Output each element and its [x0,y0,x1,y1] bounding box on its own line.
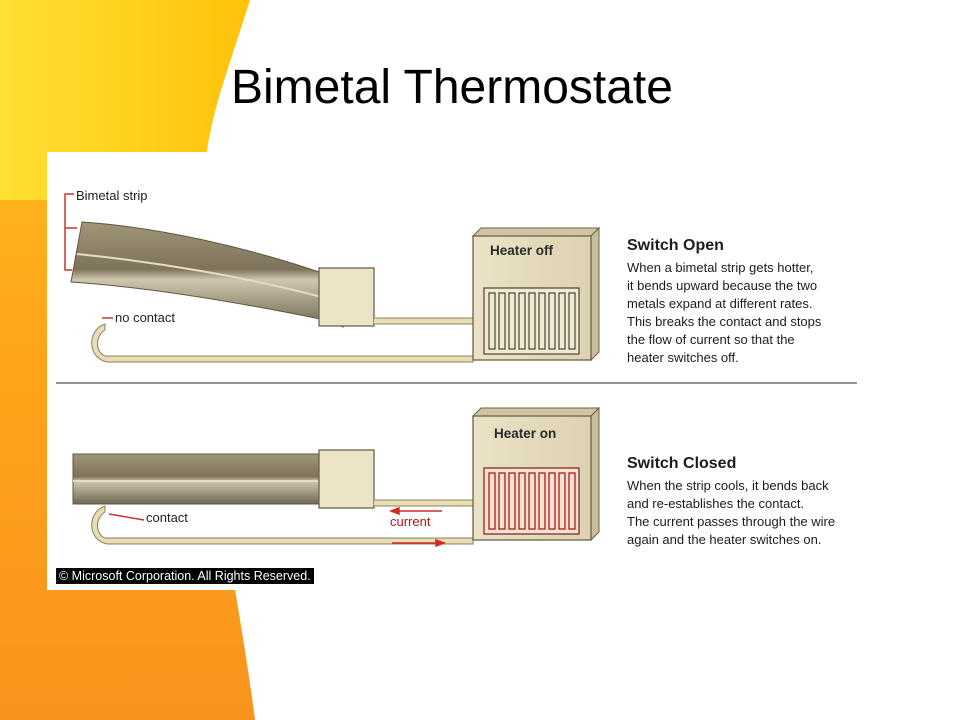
thermostat-figure: Bimetal strip no contact Heater off [47,152,909,590]
contact-label: contact [146,510,188,525]
heater-off-coils [488,292,576,350]
bimetal-strip-straight [72,453,344,505]
switch-open-description: When a bimetal strip gets hotter, it ben… [627,260,822,365]
thermostat-diagram: Bimetal strip no contact Heater off [56,188,857,548]
heater-on-coils [488,472,576,530]
bimetal-strip-bent [70,221,344,328]
switch-open-heading: Switch Open [627,237,724,254]
contact-pointer [108,513,145,521]
no-contact-label: no contact [115,310,175,325]
clamp-block-top [318,267,375,327]
heater-on-title: Heater on [494,426,556,441]
heater-on-grille [483,467,580,535]
slide-title: Bimetal Thermostate [231,61,673,114]
yellow-band-shape [0,0,250,200]
switch-closed-heading: Switch Closed [627,455,737,472]
bimetal-strip-seam [76,253,326,299]
heater-off-grille [483,287,580,355]
wire-top-upper [374,317,474,325]
heater-off-box: Heater off [471,226,601,362]
switch-open-diagram: Bimetal strip no contact Heater off [64,188,601,363]
bimetal-strip-bracket [64,193,74,271]
current-arrow-left [388,506,442,516]
heater-off-title: Heater off [490,243,554,258]
copyright-notice: © Microsoft Corporation. All Rights Rese… [56,568,314,584]
current-arrow-right [392,538,447,548]
heater-on-box: Heater on [471,406,601,542]
bimetal-strip-label: Bimetal strip [76,188,148,203]
current-label: current [390,514,431,529]
wire-top-lower [91,323,474,363]
wire-bottom-lower [91,505,474,545]
switch-closed-diagram: contact current Heater on [72,406,601,548]
switch-closed-description: When the strip cools, it bends back and … [627,478,836,547]
wire-bottom-upper [374,499,474,507]
clamp-block-bottom [318,449,375,509]
